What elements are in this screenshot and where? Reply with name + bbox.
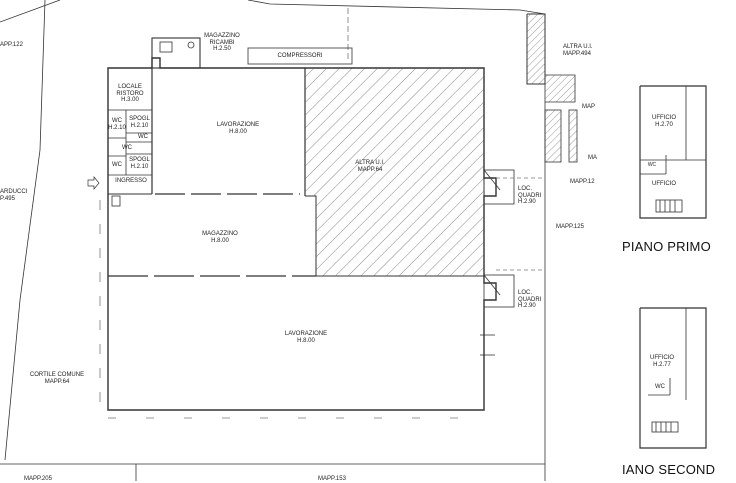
label-ufficio-pp-2: UFFICIO [652,181,676,187]
label-spogl-1: SPOGL H.2.10 [129,116,150,129]
label-ingresso: INGRESSO [115,178,147,184]
altra-ui-hatched-area [305,68,484,276]
label-ufficio-ps: UFFICIO H.2.77 [650,355,674,368]
boundary-left [4,0,46,461]
boundary-top2 [247,0,546,15]
label-mapp153: MAPP.153 [318,476,346,482]
piano-primo-title: PIANO PRIMO [622,239,711,254]
label-lavorazione-bottom: LAVORAZIONE H.8.00 [284,331,328,344]
label-magazzino-ricambi: MAGAZZINO RICAMBI H.2.50 [204,33,240,52]
label-cortile-comune: CORTILE COMUNE MAPP.64 [29,372,85,385]
label-ma-right: MA [588,155,597,161]
label-altra-ui-494: ALTRA U.I. MAPP.494 [563,44,593,57]
label-arducci: ARDUCCI P.495 [0,189,28,202]
label-locale-ristoro: LOCALE RISTORO H.3.00 [116,84,144,103]
label-wc-ps: WC [655,384,665,390]
boundary-top [0,0,61,23]
label-spogl-2: SPOGL H.2.10 [129,157,150,170]
label-mapp125: MAPP.125 [556,224,584,230]
label-altra-ui-64: ALTRA U.I. MAPP.64 [355,160,385,173]
altra-ui-494-hatched-area [527,14,545,84]
label-wc-small-1: WC [138,134,148,140]
label-mapp122: APP.122 [0,42,23,48]
label-ufficio-pp-1: UFFICIO H.2.70 [652,115,676,128]
label-compressori: COMPRESSORI [277,53,323,59]
label-wc-pp: WC [647,162,657,168]
label-loc-quadri-1: LOC. QUADRI H.2.90 [518,186,542,205]
label-magazzino: MAGAZZINO H.8.00 [202,231,238,244]
label-wc-left: WC [112,162,122,168]
piano-secondo-title: IANO SECOND [622,462,716,477]
piano-secondo-outline [639,307,707,449]
label-loc-quadri-2: LOC. QUADRI H.2.90 [518,290,542,309]
label-wc-small-2: WC [122,145,132,151]
label-wc-h210: WC H.2.10 [108,118,126,131]
label-mapp205: MAPP.205 [24,476,52,482]
piano-primo-outline [639,85,707,219]
label-mapp-right: MAP [582,104,596,110]
label-lavorazione-top: LAVORAZIONE H.8.00 [216,122,260,135]
label-mapp12: MAPP.12 [570,179,595,185]
